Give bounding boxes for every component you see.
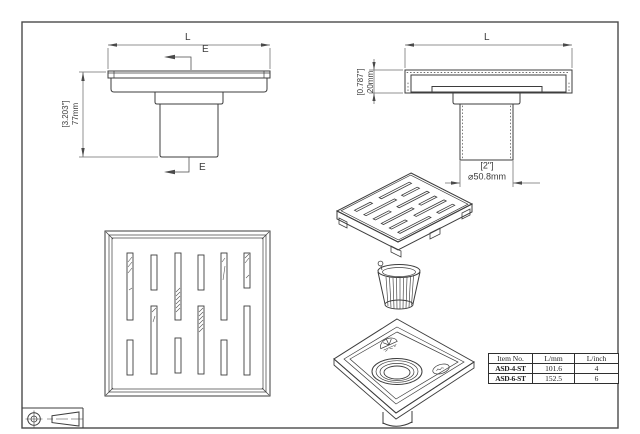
- spec-table-row1-lmm: 101.6: [533, 364, 575, 374]
- spec-table-row2-item: ASD-6-ST: [489, 374, 533, 383]
- side-view-dimensions: [79, 44, 271, 173]
- spec-table-row1-item: ASD-4-ST: [489, 364, 533, 374]
- spec-table-row1-linch: 4: [575, 364, 618, 374]
- grate-top-view: [104, 230, 271, 397]
- projection-symbol-icon: [22, 407, 84, 428]
- sheet-border: [21, 21, 619, 429]
- spec-table-header-lmm: L/mm: [533, 354, 575, 364]
- iso-drain-body: [333, 318, 475, 427]
- side-view-arrowheads: [81, 43, 270, 175]
- side-view-length-label: L: [185, 32, 191, 43]
- section-view-geometry: [404, 69, 573, 161]
- side-view-section-label-bottom: E: [199, 162, 206, 173]
- stamp-logo: [380, 337, 398, 352]
- iso-strainer-basket: [377, 260, 421, 310]
- section-view-rim-mm: 20mm: [366, 70, 375, 94]
- spec-table-row2-linch: 6: [594, 374, 599, 383]
- section-view-length-label: L: [484, 32, 490, 43]
- spec-table: Item No. L/mm L/inch ASD-4-ST 101.6 4 AS…: [488, 353, 619, 384]
- stamp-oval: [432, 363, 450, 375]
- slot-texture-marks: [127, 253, 250, 333]
- section-view-dimensions: [369, 44, 573, 187]
- spec-table-header-linch: L/inch: [575, 354, 618, 364]
- outlet-diameter-mm: ⌀50.8mm: [468, 171, 506, 182]
- side-view-height-inch: [3.203"]: [61, 100, 70, 128]
- spec-table-row2-lmm: 152.5: [533, 374, 575, 383]
- side-view-geometry: [107, 70, 271, 158]
- spec-table-header-item: Item No.: [489, 354, 533, 364]
- section-view-rim-inch: [0.787"]: [356, 68, 365, 96]
- outlet-size-inch: [2"]: [480, 160, 494, 171]
- side-view-section-label-top: E: [202, 44, 209, 55]
- section-view-arrowheads: [372, 43, 572, 185]
- side-view-height-mm: 77mm: [71, 102, 80, 126]
- iso-grate: [336, 173, 473, 258]
